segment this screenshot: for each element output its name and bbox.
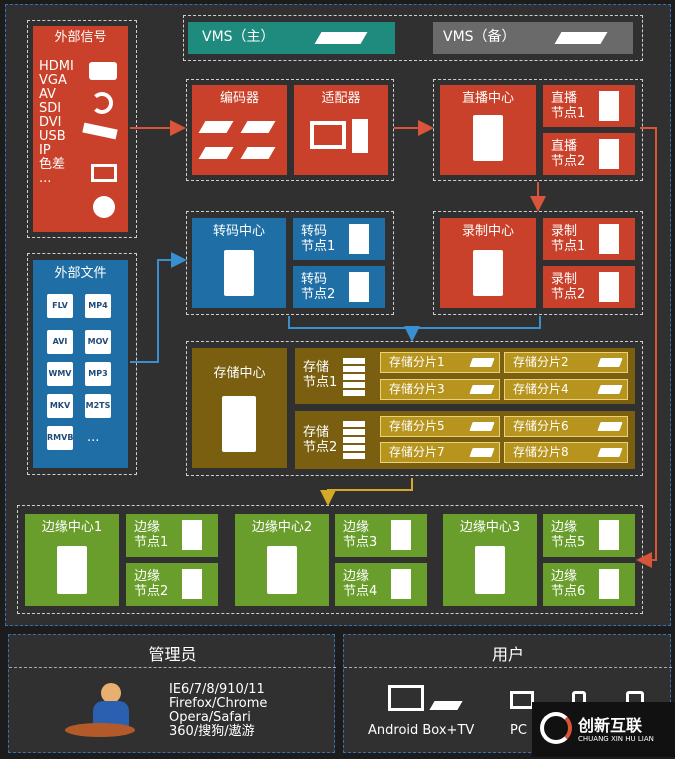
brand-logo-icon xyxy=(540,712,572,744)
browser-item: IE6/7/8/910/11 xyxy=(169,683,267,697)
admin-user-icon xyxy=(65,683,135,739)
admin-user-head xyxy=(101,683,121,703)
user-divider xyxy=(344,667,672,668)
set-top-box-icon xyxy=(429,701,462,710)
arrow-live-to-edge xyxy=(640,128,656,560)
laptop-icon xyxy=(510,691,534,709)
admin-desk xyxy=(65,723,135,737)
browser-item: Firefox/Chrome xyxy=(169,697,267,711)
browser-item: Opera/Safari xyxy=(169,711,267,725)
tv-icon xyxy=(388,685,424,711)
brand-subtitle: CHUANG XIN HU LIAN xyxy=(578,735,654,743)
arrow-transcode-to-storage xyxy=(289,316,540,338)
arrow-storage-to-edge xyxy=(328,478,412,502)
user-title: 用户 xyxy=(344,641,672,665)
user-device-android: Android Box+TV xyxy=(368,723,474,738)
brand-name: 创新互联 xyxy=(578,712,642,736)
admin-panel: 管理员 IE6/7/8/910/11 Firefox/Chrome Opera/… xyxy=(8,634,335,753)
arrow-files-to-transcode xyxy=(130,260,183,362)
admin-divider xyxy=(9,667,336,668)
brand-watermark: 创新互联 CHUANG XIN HU LIAN xyxy=(532,702,675,757)
user-device-pc: PC xyxy=(510,723,527,738)
admin-title: 管理员 xyxy=(9,641,336,665)
browser-list: IE6/7/8/910/11 Firefox/Chrome Opera/Safa… xyxy=(169,683,267,739)
browser-item: 360/搜狗/遨游 xyxy=(169,725,267,739)
